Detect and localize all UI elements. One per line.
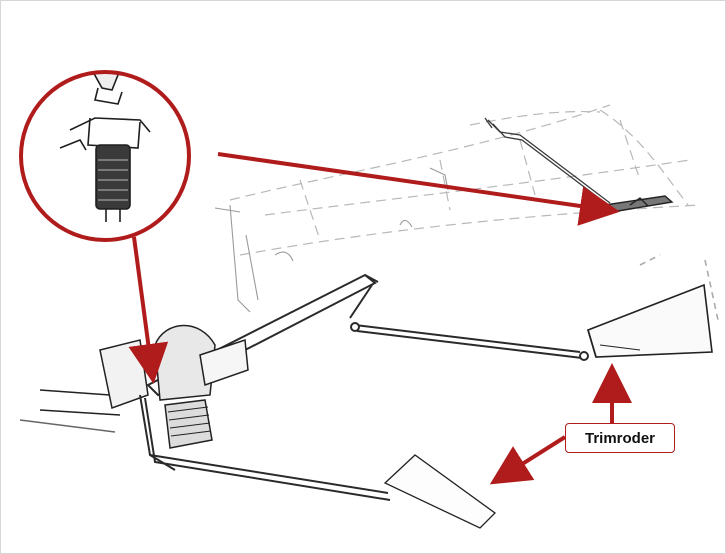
control-cable — [484, 117, 613, 209]
connector-clip-icon — [59, 72, 151, 222]
pointer-arrows — [128, 152, 632, 485]
pushrod-right — [349, 284, 589, 361]
trim-actuator — [19, 324, 249, 449]
upper-tab-horn — [603, 195, 674, 213]
trim-tab-callout-label: Trimroder — [565, 423, 675, 453]
trim-tab-right — [587, 254, 719, 358]
arrow-to-actuator-connector — [128, 236, 169, 384]
pushrod-lower — [139, 394, 391, 501]
arrow-to-upper-connector — [217, 152, 620, 226]
arrow-to-lower-tab — [489, 435, 567, 485]
airframe-sketch — [229, 104, 701, 256]
connector-detail-inset — [19, 70, 191, 242]
trim-tab-lower — [383, 454, 496, 529]
airframe-details — [214, 167, 449, 313]
